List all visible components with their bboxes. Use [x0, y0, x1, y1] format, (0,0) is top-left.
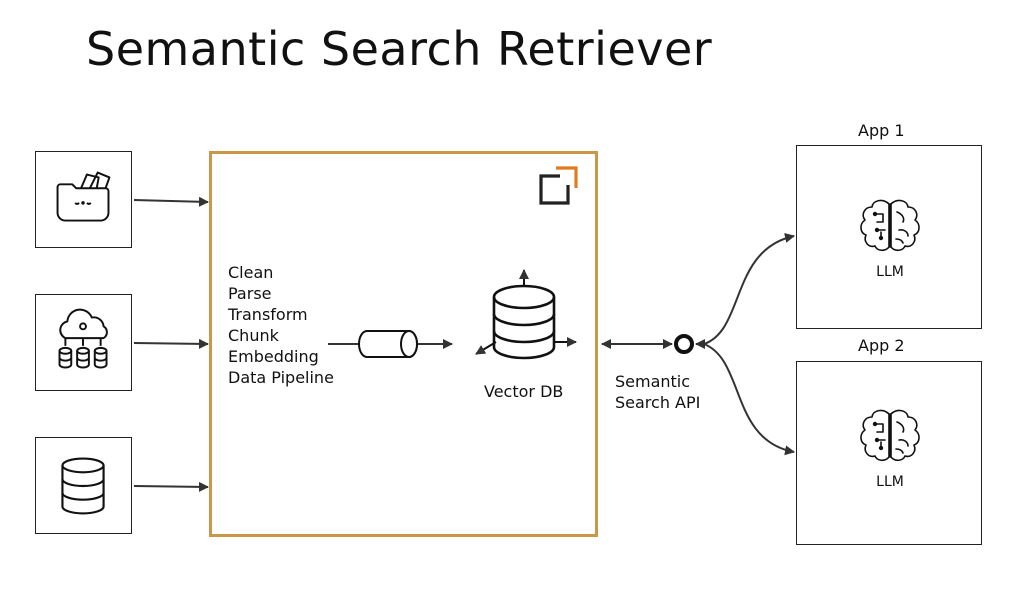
brain-icon	[860, 409, 920, 462]
database-arrows-icon	[475, 269, 577, 360]
app-2-model-label: LLM	[876, 474, 904, 490]
api-label-line2: Search API	[615, 393, 701, 412]
step-clean: Clean	[228, 263, 274, 282]
app-2-label: App 2	[858, 336, 905, 355]
arrow-api-to-app1	[703, 233, 795, 345]
data-pipeline-box	[209, 151, 598, 537]
source-cloud-data	[35, 294, 132, 391]
folder-icon	[56, 171, 111, 222]
page-title: Semantic Search Retriever	[86, 22, 713, 76]
app-2-box: LLM	[796, 361, 982, 545]
logo-icon	[539, 166, 578, 205]
brain-icon	[860, 199, 920, 252]
app-1-model-label: LLM	[876, 264, 904, 280]
step-embedding: Embedding	[228, 347, 319, 366]
step-transform: Transform	[228, 305, 308, 324]
api-node	[674, 334, 694, 354]
cloud-database-icon	[58, 308, 108, 369]
pipeline-steps: Clean Parse Transform Chunk Embedding Da…	[228, 262, 334, 388]
vector-db-label: Vector DB	[484, 382, 564, 401]
source-folder	[35, 151, 132, 248]
database-icon	[61, 457, 105, 515]
app-1-box: LLM	[796, 145, 982, 329]
api-label-line1: Semantic	[615, 372, 691, 391]
app-1-label: App 1	[858, 121, 905, 140]
arrow-database-to-pipeline	[133, 481, 209, 492]
step-parse: Parse	[228, 284, 272, 303]
source-database	[35, 437, 132, 534]
arrow-folder-to-pipeline	[133, 196, 209, 207]
step-data-pipeline: Data Pipeline	[228, 368, 334, 387]
arrow-api-to-app2	[703, 343, 795, 456]
step-chunk: Chunk	[228, 326, 279, 345]
arrow-cloud-to-pipeline	[133, 338, 209, 349]
pipe-icon	[358, 330, 418, 358]
